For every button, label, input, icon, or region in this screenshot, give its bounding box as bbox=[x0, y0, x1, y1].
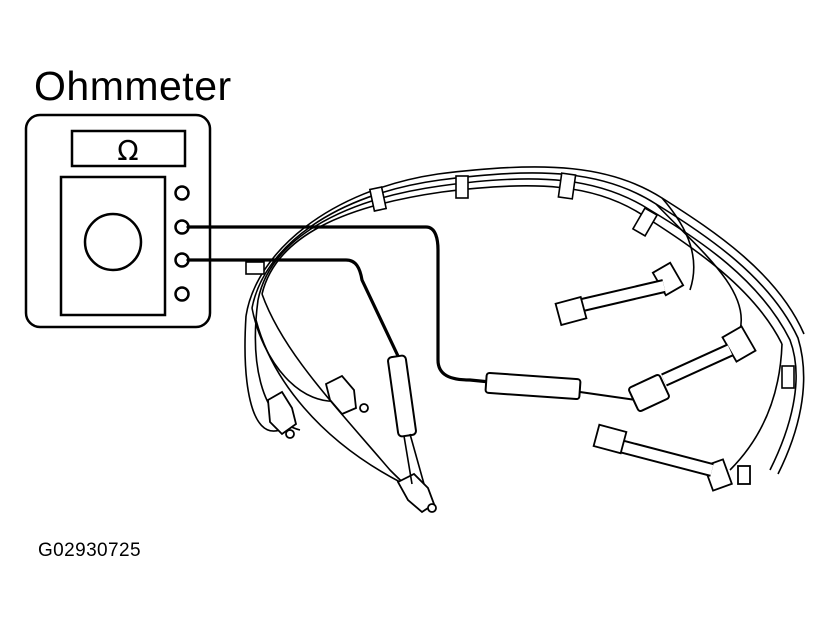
plug-boot bbox=[267, 390, 298, 436]
test-lead-1 bbox=[186, 225, 492, 384]
plug-terminal bbox=[592, 423, 628, 455]
ohmmeter-display bbox=[70, 129, 187, 168]
ohmmeter-case bbox=[24, 113, 212, 329]
ohmmeter-panel bbox=[59, 175, 167, 317]
ohm-symbol: Ω bbox=[117, 134, 138, 167]
plug-terminal bbox=[554, 295, 588, 327]
test-probe bbox=[387, 354, 417, 438]
terminal-4 bbox=[174, 286, 190, 302]
terminal-1 bbox=[174, 185, 190, 201]
plug-boots-right bbox=[554, 261, 757, 492]
wire-harness bbox=[244, 166, 805, 496]
ohmmeter-dial bbox=[83, 212, 143, 272]
ohmmeter bbox=[24, 113, 212, 329]
test-lead-2 bbox=[186, 258, 400, 358]
plug-boot bbox=[324, 374, 357, 416]
page-title: Ohmmeter bbox=[34, 63, 232, 109]
harness-clips bbox=[245, 172, 795, 389]
wire-under-test bbox=[387, 354, 670, 485]
plug-boots-left bbox=[267, 374, 437, 514]
probe-sleeve bbox=[484, 371, 582, 401]
figure-code: G02930725 bbox=[38, 540, 141, 561]
test-leads bbox=[186, 225, 492, 384]
